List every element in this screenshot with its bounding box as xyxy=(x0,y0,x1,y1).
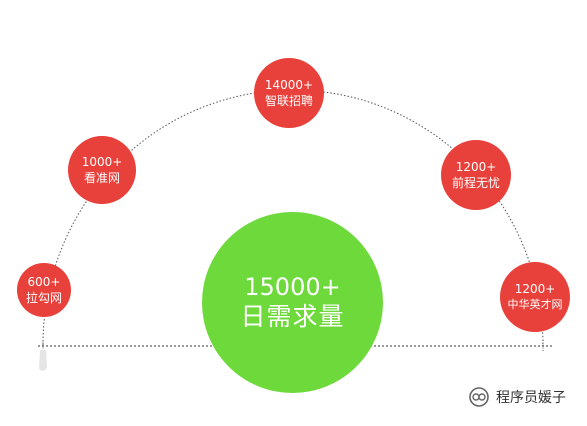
node-lagou: 600+ 拉勾网 xyxy=(17,263,71,317)
wechat-public-account-icon xyxy=(469,387,489,407)
edge-mark-icon xyxy=(39,350,47,371)
node-chinahr: 1200+ 中华英才网 xyxy=(500,262,570,332)
node-51job: 1200+ 前程无忧 xyxy=(441,140,511,210)
node-value: 14000+ xyxy=(264,77,314,92)
node-kanzhun: 1000+ 看准网 xyxy=(68,136,136,204)
node-value: 1000+ xyxy=(81,154,123,169)
node-value: 1200+ xyxy=(514,282,556,297)
watermark: 程序员媛子 xyxy=(468,386,566,408)
center-total: 15000+ 日需求量 xyxy=(202,212,383,393)
center-value: 15000+ xyxy=(244,273,341,302)
node-label: 拉勾网 xyxy=(25,291,62,305)
node-value: 1200+ xyxy=(455,159,497,174)
node-label: 看准网 xyxy=(83,171,120,185)
node-zhilian: 14000+ 智联招聘 xyxy=(254,58,324,128)
node-value: 600+ xyxy=(27,274,61,289)
center-label: 日需求量 xyxy=(240,301,345,331)
watermark-text: 程序员媛子 xyxy=(496,390,566,406)
node-label: 前程无忧 xyxy=(451,176,500,190)
node-label: 智联招聘 xyxy=(264,94,313,108)
node-label: 中华英才网 xyxy=(507,297,563,311)
